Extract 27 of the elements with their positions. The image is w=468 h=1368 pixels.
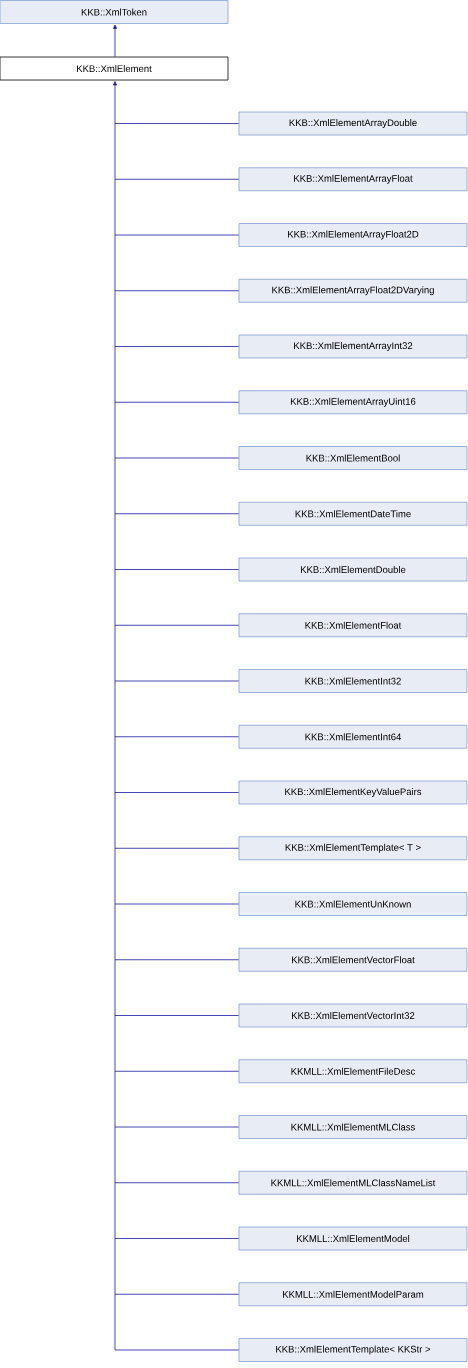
class-box: KKB::XmlElementArrayInt32 xyxy=(238,334,468,359)
class-box: KKB::XmlElement xyxy=(0,56,229,81)
class-box: KKMLL::XmlElementFileDesc xyxy=(238,1059,468,1084)
class-box: KKB::XmlElementUnKnown xyxy=(238,892,468,916)
class-box: KKB::XmlElementDateTime xyxy=(238,501,468,526)
class-box: KKB::XmlElementInt64 xyxy=(238,724,468,749)
class-box: KKB::XmlElementArrayDouble xyxy=(238,111,468,136)
arrow xyxy=(113,24,117,57)
class-box: KKB::XmlElementFloat xyxy=(238,613,468,638)
arrow xyxy=(113,81,239,1351)
class-box: KKB::XmlElementArrayUint16 xyxy=(238,390,468,415)
class-box: KKB::XmlElementInt32 xyxy=(238,669,468,693)
class-box: KKMLL::XmlElementMLClassNameList xyxy=(238,1170,468,1195)
class-box: KKB::XmlElementVectorFloat xyxy=(238,947,468,972)
class-box: KKB::XmlElementArrayFloat2D xyxy=(238,223,468,247)
class-box: KKMLL::XmlElementModelParam xyxy=(238,1282,468,1307)
class-box: KKB::XmlElementTemplate< KKStr > xyxy=(238,1338,468,1362)
class-box: KKB::XmlElementVectorInt32 xyxy=(238,1003,468,1028)
class-box: KKMLL::XmlElementModel xyxy=(238,1226,468,1251)
class-box: KKB::XmlElementKeyValuePairs xyxy=(238,780,468,805)
class-box: KKB::XmlElementDouble xyxy=(238,557,468,582)
class-box: KKB::XmlToken xyxy=(0,0,229,24)
class-box: KKB::XmlElementArrayFloat2DVarying xyxy=(238,278,468,303)
class-box: KKB::XmlElementArrayFloat xyxy=(238,167,468,192)
class-box: KKMLL::XmlElementMLClass xyxy=(238,1115,468,1139)
class-box: KKB::XmlElementBool xyxy=(238,446,468,470)
class-box: KKB::XmlElementTemplate< T > xyxy=(238,836,468,861)
